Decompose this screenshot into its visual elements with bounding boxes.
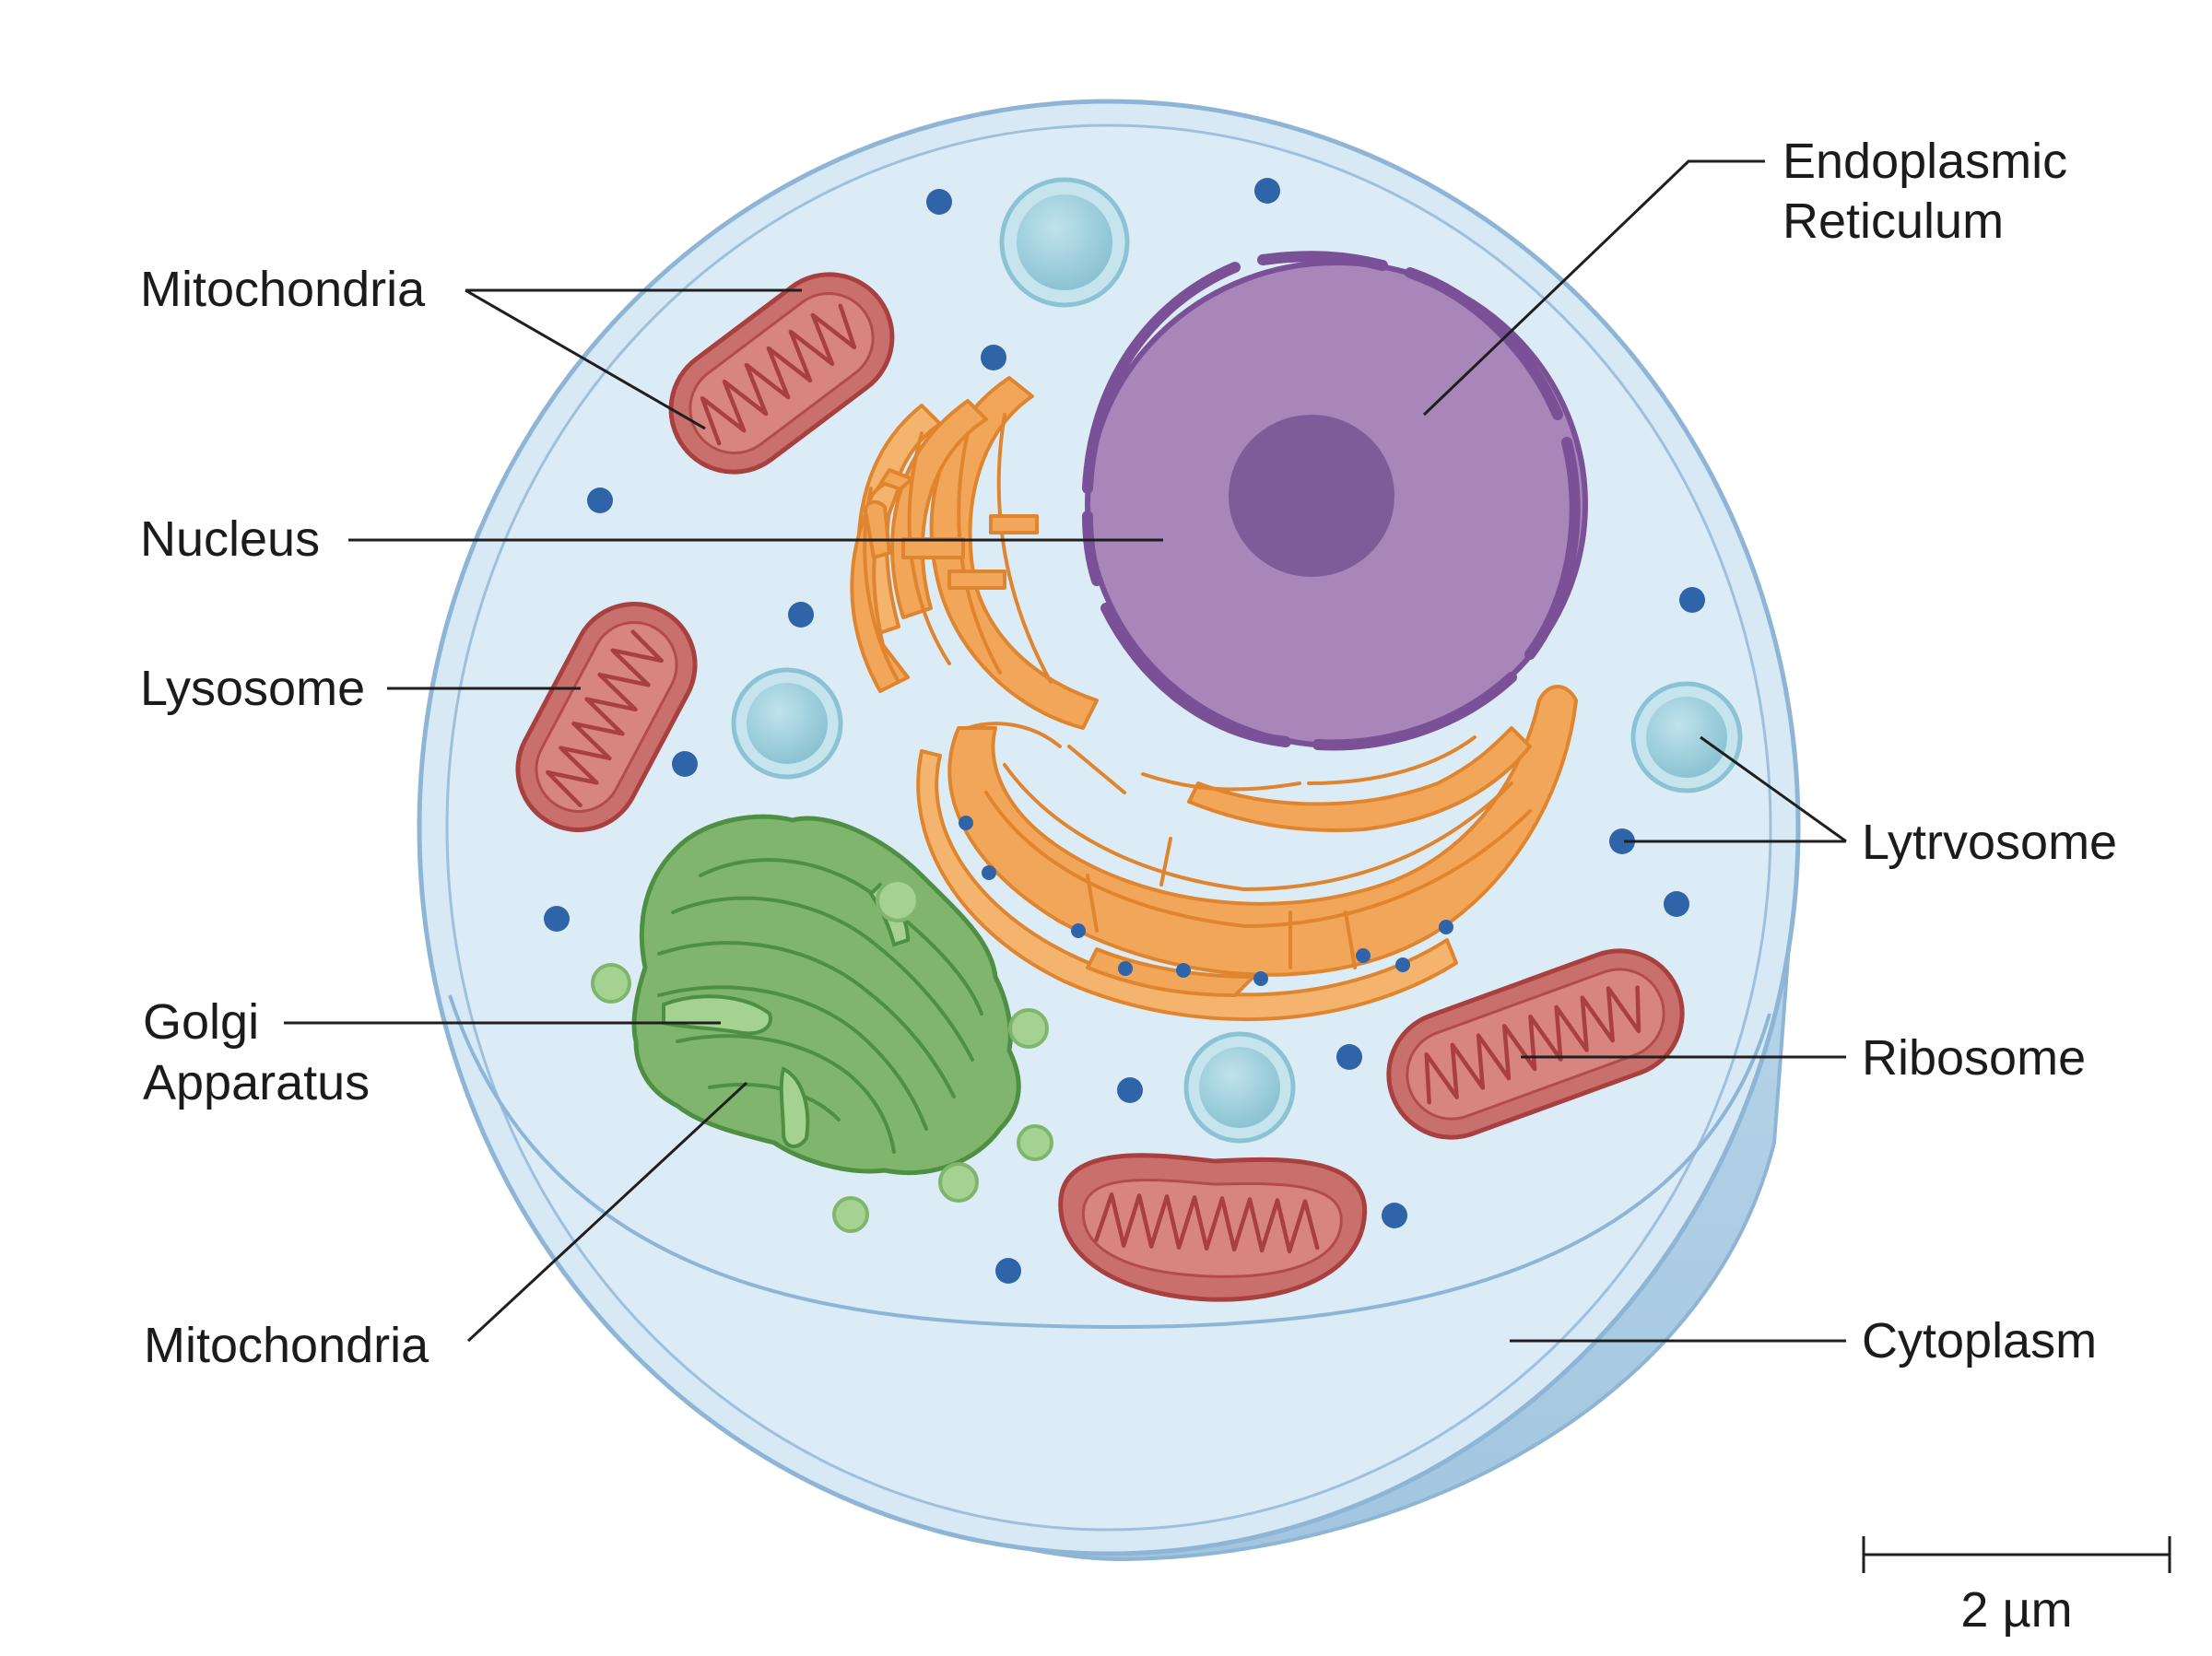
label-ribosome: Ribosome: [1862, 1030, 2086, 1086]
ribosome-icon: [1336, 1044, 1362, 1070]
vesicles: [731, 177, 1743, 1144]
golgi-vesicle: [591, 963, 631, 1004]
scale-bar-label: 2 µm: [1960, 1582, 2072, 1638]
ribosome-icon: [995, 1258, 1021, 1284]
ribosome-icon: [1609, 828, 1635, 854]
ribosome-icon: [1071, 923, 1086, 938]
ribosome-icon: [959, 816, 973, 830]
nucleolus: [1229, 415, 1394, 577]
ribosome-icon: [1253, 971, 1268, 986]
vesicle-icon: [999, 177, 1130, 308]
ribosome-icon: [1117, 1077, 1143, 1103]
ribosome-icon: [981, 345, 1006, 370]
labels: Mitochondria Nucleus Lysosome Golgi Appa…: [140, 134, 2117, 1373]
ribosome-icon: [544, 906, 570, 932]
ribosome-icon: [1382, 1203, 1407, 1228]
ribosome-icon: [672, 751, 698, 777]
vesicle-icon: [731, 667, 843, 780]
vesicle-icon: [1183, 1031, 1296, 1144]
label-golgi-line1: Golgi: [143, 994, 259, 1050]
mitochondrion-bottom: [1058, 1153, 1368, 1302]
ribosome-icon: [1254, 178, 1280, 204]
golgi-vesicle: [876, 878, 920, 922]
mitochondrion-top-left: [668, 272, 895, 475]
label-cytoplasm: Cytoplasm: [1862, 1313, 2097, 1368]
nucleus-icon: [1082, 251, 1588, 751]
ribosome-icon: [1176, 963, 1191, 978]
ribosome-icon: [1664, 891, 1689, 917]
leader-lines: [284, 159, 1847, 1343]
rough-er-lower: [916, 685, 1578, 1022]
golgi-vesicle: [1017, 1124, 1053, 1161]
ribosome-icon: [1356, 948, 1371, 963]
label-mitochondria-bottom: Mitochondria: [144, 1318, 429, 1373]
label-lytrvosome: Lytrvosome: [1862, 815, 2117, 870]
golgi-vesicle: [1008, 1008, 1049, 1049]
label-golgi-line2: Apparatus: [143, 1055, 370, 1110]
ribosome-icon: [1395, 957, 1410, 972]
ribosome-dots: [544, 178, 1705, 1284]
ribosome-icon: [788, 602, 814, 628]
ribosome-icon: [1439, 920, 1453, 934]
mitochondrion-right: [1386, 948, 1685, 1140]
rough-er-upper: [850, 376, 1099, 730]
ribosome-icon: [926, 189, 952, 215]
ribosome-icon: [1679, 587, 1705, 613]
golgi-icon: [591, 814, 1053, 1233]
scale-bar: 2 µm: [1862, 1536, 2171, 1638]
ribosome-icon: [587, 487, 613, 513]
golgi-vesicle: [938, 1162, 979, 1203]
ribosome-icon: [1118, 961, 1133, 976]
label-er-line1: Endoplasmic: [1783, 134, 2067, 189]
ribosome-icon: [982, 865, 996, 880]
label-mitochondria-top: Mitochondria: [140, 262, 426, 317]
vesicle-icon: [1630, 681, 1743, 793]
golgi-vesicle: [832, 1196, 869, 1233]
label-lysosome: Lysosome: [140, 661, 365, 716]
label-er-line2: Reticulum: [1783, 194, 2004, 249]
label-nucleus: Nucleus: [140, 511, 320, 567]
